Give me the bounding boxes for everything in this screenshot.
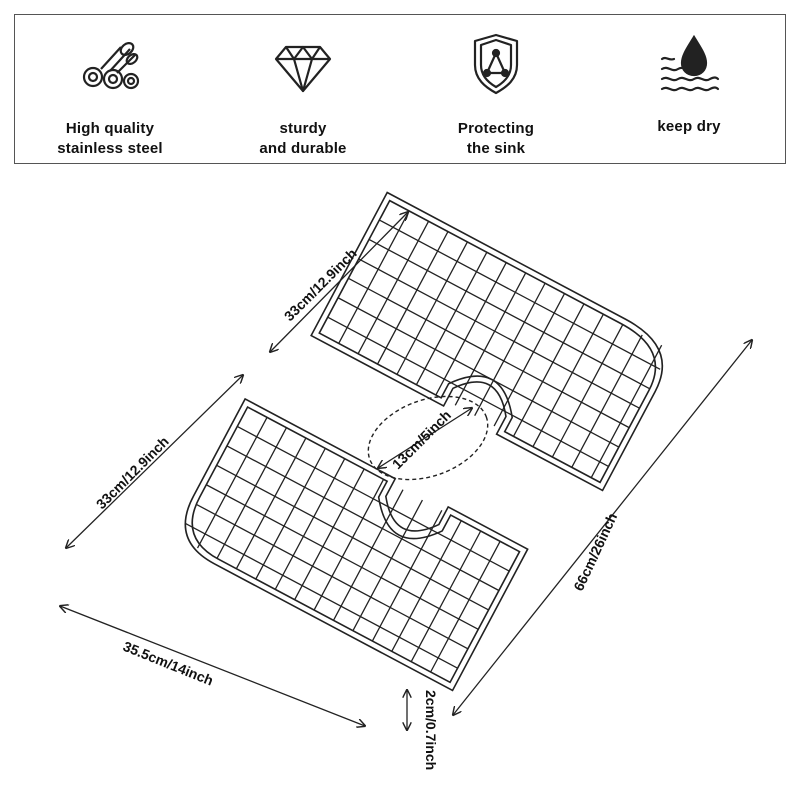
grid-wire bbox=[274, 458, 346, 590]
grid-wire bbox=[327, 316, 609, 468]
grid-wire bbox=[294, 468, 365, 601]
upper-width-arrow bbox=[270, 212, 408, 352]
grid-wire bbox=[379, 219, 661, 370]
grid-wire bbox=[236, 425, 510, 572]
grid-wire bbox=[255, 448, 326, 580]
sink-grid-diagram: 13cm/5inch 33cm/12.9inch 33cm/12.9inch 6… bbox=[0, 191, 800, 770]
grid-wire bbox=[313, 479, 385, 611]
total-length-arrow bbox=[453, 340, 752, 715]
diamond-icon bbox=[274, 45, 332, 93]
lower-width-label: 33cm/12.9inch bbox=[93, 433, 172, 512]
grid-wire bbox=[348, 277, 630, 429]
water-drop-icon bbox=[660, 34, 720, 92]
grid-wire bbox=[235, 437, 307, 570]
grid-wire bbox=[205, 484, 479, 630]
grid-wire bbox=[371, 510, 443, 642]
feature-label: keep dry bbox=[657, 118, 721, 135]
upper-grid-frame bbox=[310, 191, 664, 492]
upper-grid-frame-inner bbox=[318, 199, 657, 484]
grid-wire bbox=[415, 251, 488, 386]
grid-wire bbox=[216, 464, 489, 611]
grid-wire bbox=[391, 520, 462, 652]
grid-wire bbox=[368, 238, 651, 390]
feature-keep-dry: keep dry bbox=[594, 29, 784, 137]
upper-grid bbox=[310, 191, 664, 492]
lower-length-arrow bbox=[60, 606, 365, 726]
shield-icon bbox=[473, 33, 519, 95]
lower-width-arrow bbox=[66, 375, 243, 548]
drain-hole-label: 13cm/5inch bbox=[389, 407, 454, 472]
grid-wire bbox=[332, 489, 404, 621]
stainless-steel-icon bbox=[82, 41, 140, 90]
lower-length-label: 35.5cm/14inch bbox=[121, 638, 216, 689]
grid-wire bbox=[185, 523, 458, 669]
height-label: 2cm/0.7inch bbox=[423, 690, 439, 770]
grid-wire bbox=[435, 262, 507, 396]
lower-grid bbox=[184, 397, 529, 692]
upper-width-label: 33cm/12.9inch bbox=[281, 245, 360, 324]
total-length-label: 66cm/26inch bbox=[570, 510, 620, 593]
